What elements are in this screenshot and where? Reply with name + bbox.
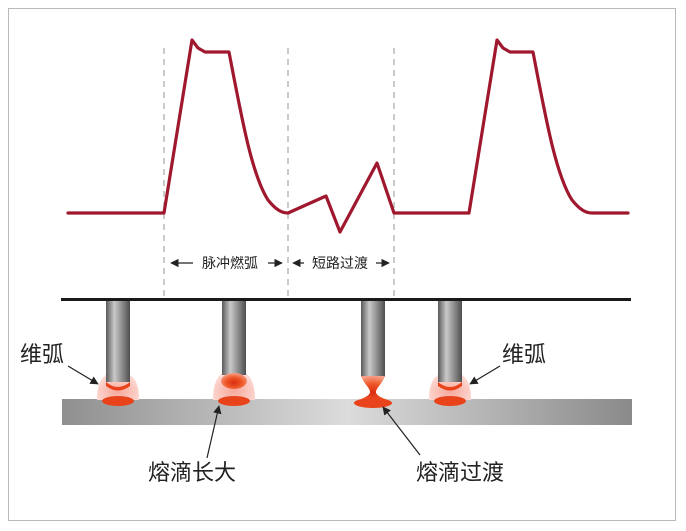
electrode-tip-4 [438,382,462,391]
droplet-growth-label: 熔滴长大 [148,461,236,486]
weld-pool-2 [218,396,250,406]
dashed-guides [163,48,395,298]
droplet-transfer-pointer [382,406,421,456]
electrode-rod-3 [361,301,385,377]
droplet-2 [221,373,247,389]
electrode-rod-2 [222,301,246,375]
bridge-droplet-3 [353,376,393,404]
arc-right-label: 维弧 [502,343,546,368]
electrode-4 [429,301,471,406]
electrode-3 [353,301,393,408]
arc-left-pointer [67,365,99,385]
droplet-transfer-label: 熔滴过渡 [416,461,504,486]
weld-pool-3 [354,398,392,408]
short-circuit-label-bg [304,254,376,272]
arc-right-pointer [469,365,501,385]
pulse-arc-label-bg [193,254,268,272]
weld-pool-4 [434,396,466,406]
pulse-arc-label: 脉冲燃弧 [202,255,258,272]
electrode-rod-1 [106,301,130,382]
arc-left-label: 维弧 [20,343,64,368]
electrode-tip-1 [106,382,130,391]
separator-line [61,298,631,301]
electrode-1 [97,301,139,406]
diagram-frame [8,8,676,521]
short-circuit-label: 短路过渡 [312,256,368,272]
weld-pool-1 [102,396,134,406]
droplet-growth-pointer [206,405,222,459]
current-waveform [66,38,630,234]
electrode-rod-4 [438,301,462,382]
electrode-2 [213,301,255,406]
base-metal-plate [62,399,632,425]
